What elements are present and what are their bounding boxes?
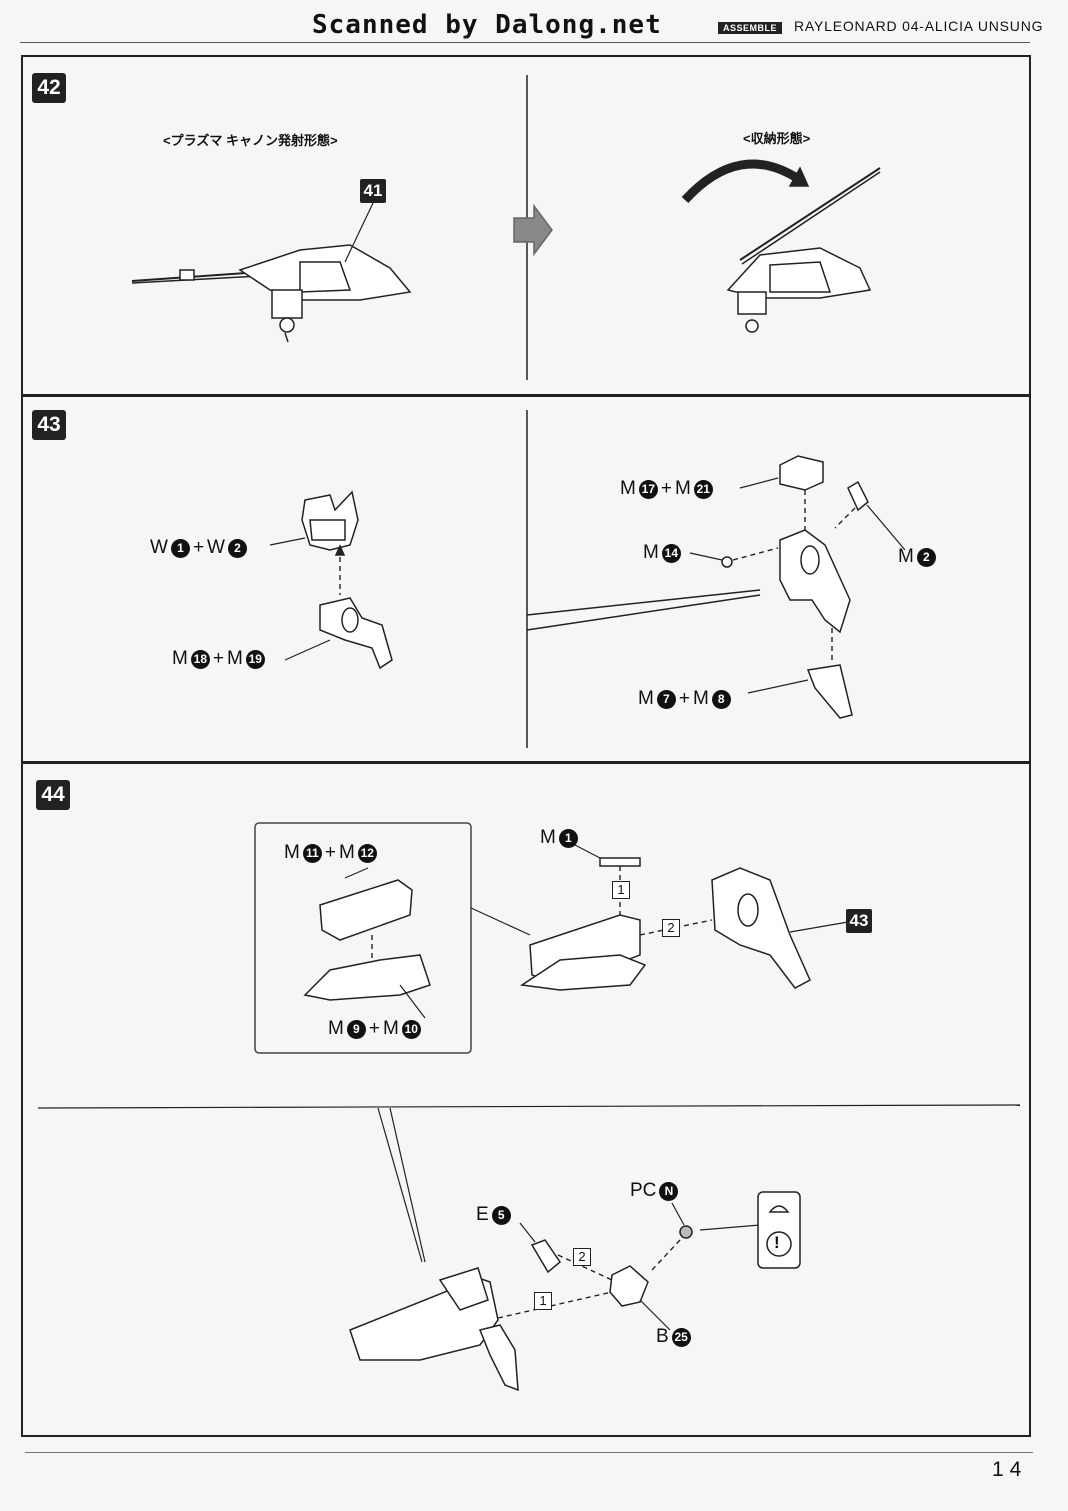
- lower-order-step-1: 1: [534, 1292, 552, 1310]
- inset-box: [254, 822, 472, 1054]
- scan-credit: Scanned by Dalong.net: [312, 10, 662, 40]
- warning-icon: [766, 1231, 792, 1257]
- lower-order-step-2: 2: [573, 1248, 591, 1266]
- page-number: 14: [992, 1458, 1028, 1481]
- order-step-2: 2: [662, 919, 680, 937]
- warning-mark: !: [774, 1233, 780, 1252]
- firing-mode-label: <プラズマ キャノン発射形態>: [163, 133, 338, 148]
- step-44-panel: [21, 762, 1031, 1437]
- grip-upper-art: [301, 490, 359, 551]
- grip-lower-art: [319, 597, 393, 670]
- assembled-cannon-art: [349, 1267, 519, 1392]
- order-step-1: 1: [612, 881, 630, 899]
- cannon-stored-mode-art: [681, 159, 881, 333]
- step-42-number: 42: [32, 73, 66, 103]
- inset-parts-art: [303, 879, 431, 1001]
- section-tag: ASSEMBLE: [718, 22, 783, 34]
- grip-assembly-art: [721, 455, 869, 719]
- cannon-firing-mode-art: [131, 244, 412, 343]
- cannon-body-art: [519, 857, 811, 991]
- step-44-number: 44: [36, 780, 70, 810]
- callout-41: 41: [360, 179, 386, 203]
- callout-43: 43: [846, 909, 872, 933]
- model-name: RAYLEONARD 04-ALICIA UNSUNG: [794, 18, 1044, 34]
- footer-rule: [25, 1452, 1033, 1453]
- header-rule: [20, 42, 1030, 43]
- stored-mode-label: <収納形態>: [743, 131, 811, 146]
- step-43-number: 43: [32, 410, 66, 440]
